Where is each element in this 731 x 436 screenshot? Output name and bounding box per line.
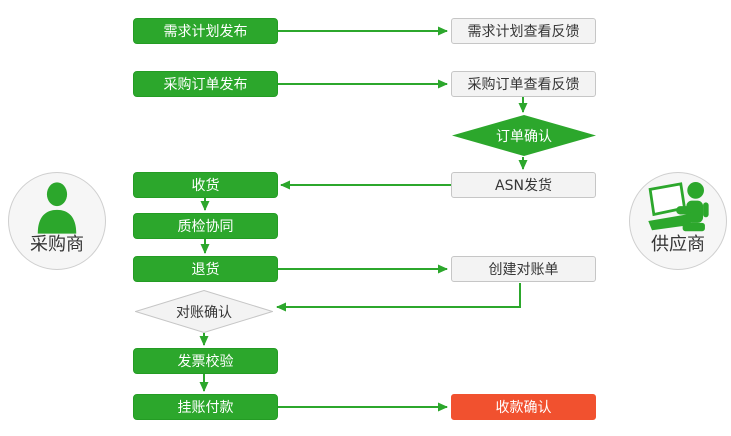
node-po-feedback: 采购订单查看反馈 — [451, 71, 596, 97]
node-quality-collab: 质检协同 — [133, 213, 278, 239]
node-demand-plan-feedback: 需求计划查看反馈 — [451, 18, 596, 44]
decision-order-confirm: 订单确认 — [452, 115, 596, 156]
node-receive: 收货 — [133, 172, 278, 198]
decision-reconcile-confirm-label: 对账确认 — [176, 304, 232, 321]
edge-statement-to-reconcile — [276, 283, 521, 312]
node-asn-ship: ASN发货 — [451, 172, 596, 198]
node-return-goods: 退货 — [133, 256, 278, 282]
actor-buyer: 采购商 — [8, 172, 106, 270]
decision-order-confirm-label: 订单确认 — [496, 128, 552, 145]
node-receipt-confirm: 收款确认 — [451, 394, 596, 420]
supplier-laptop-person-icon — [648, 182, 709, 232]
node-demand-plan-publish: 需求计划发布 — [133, 18, 278, 44]
actor-supplier: 供应商 — [629, 172, 727, 270]
node-book-payment: 挂账付款 — [133, 394, 278, 420]
node-po-publish: 采购订单发布 — [133, 71, 278, 97]
actor-supplier-label: 供应商 — [651, 234, 705, 255]
decision-reconcile-confirm: 对账确认 — [135, 290, 273, 333]
actor-buyer-label: 采购商 — [30, 234, 84, 255]
node-invoice-verify: 发票校验 — [133, 348, 278, 374]
node-create-statement: 创建对账单 — [451, 256, 596, 282]
buyer-person-icon — [37, 182, 77, 234]
